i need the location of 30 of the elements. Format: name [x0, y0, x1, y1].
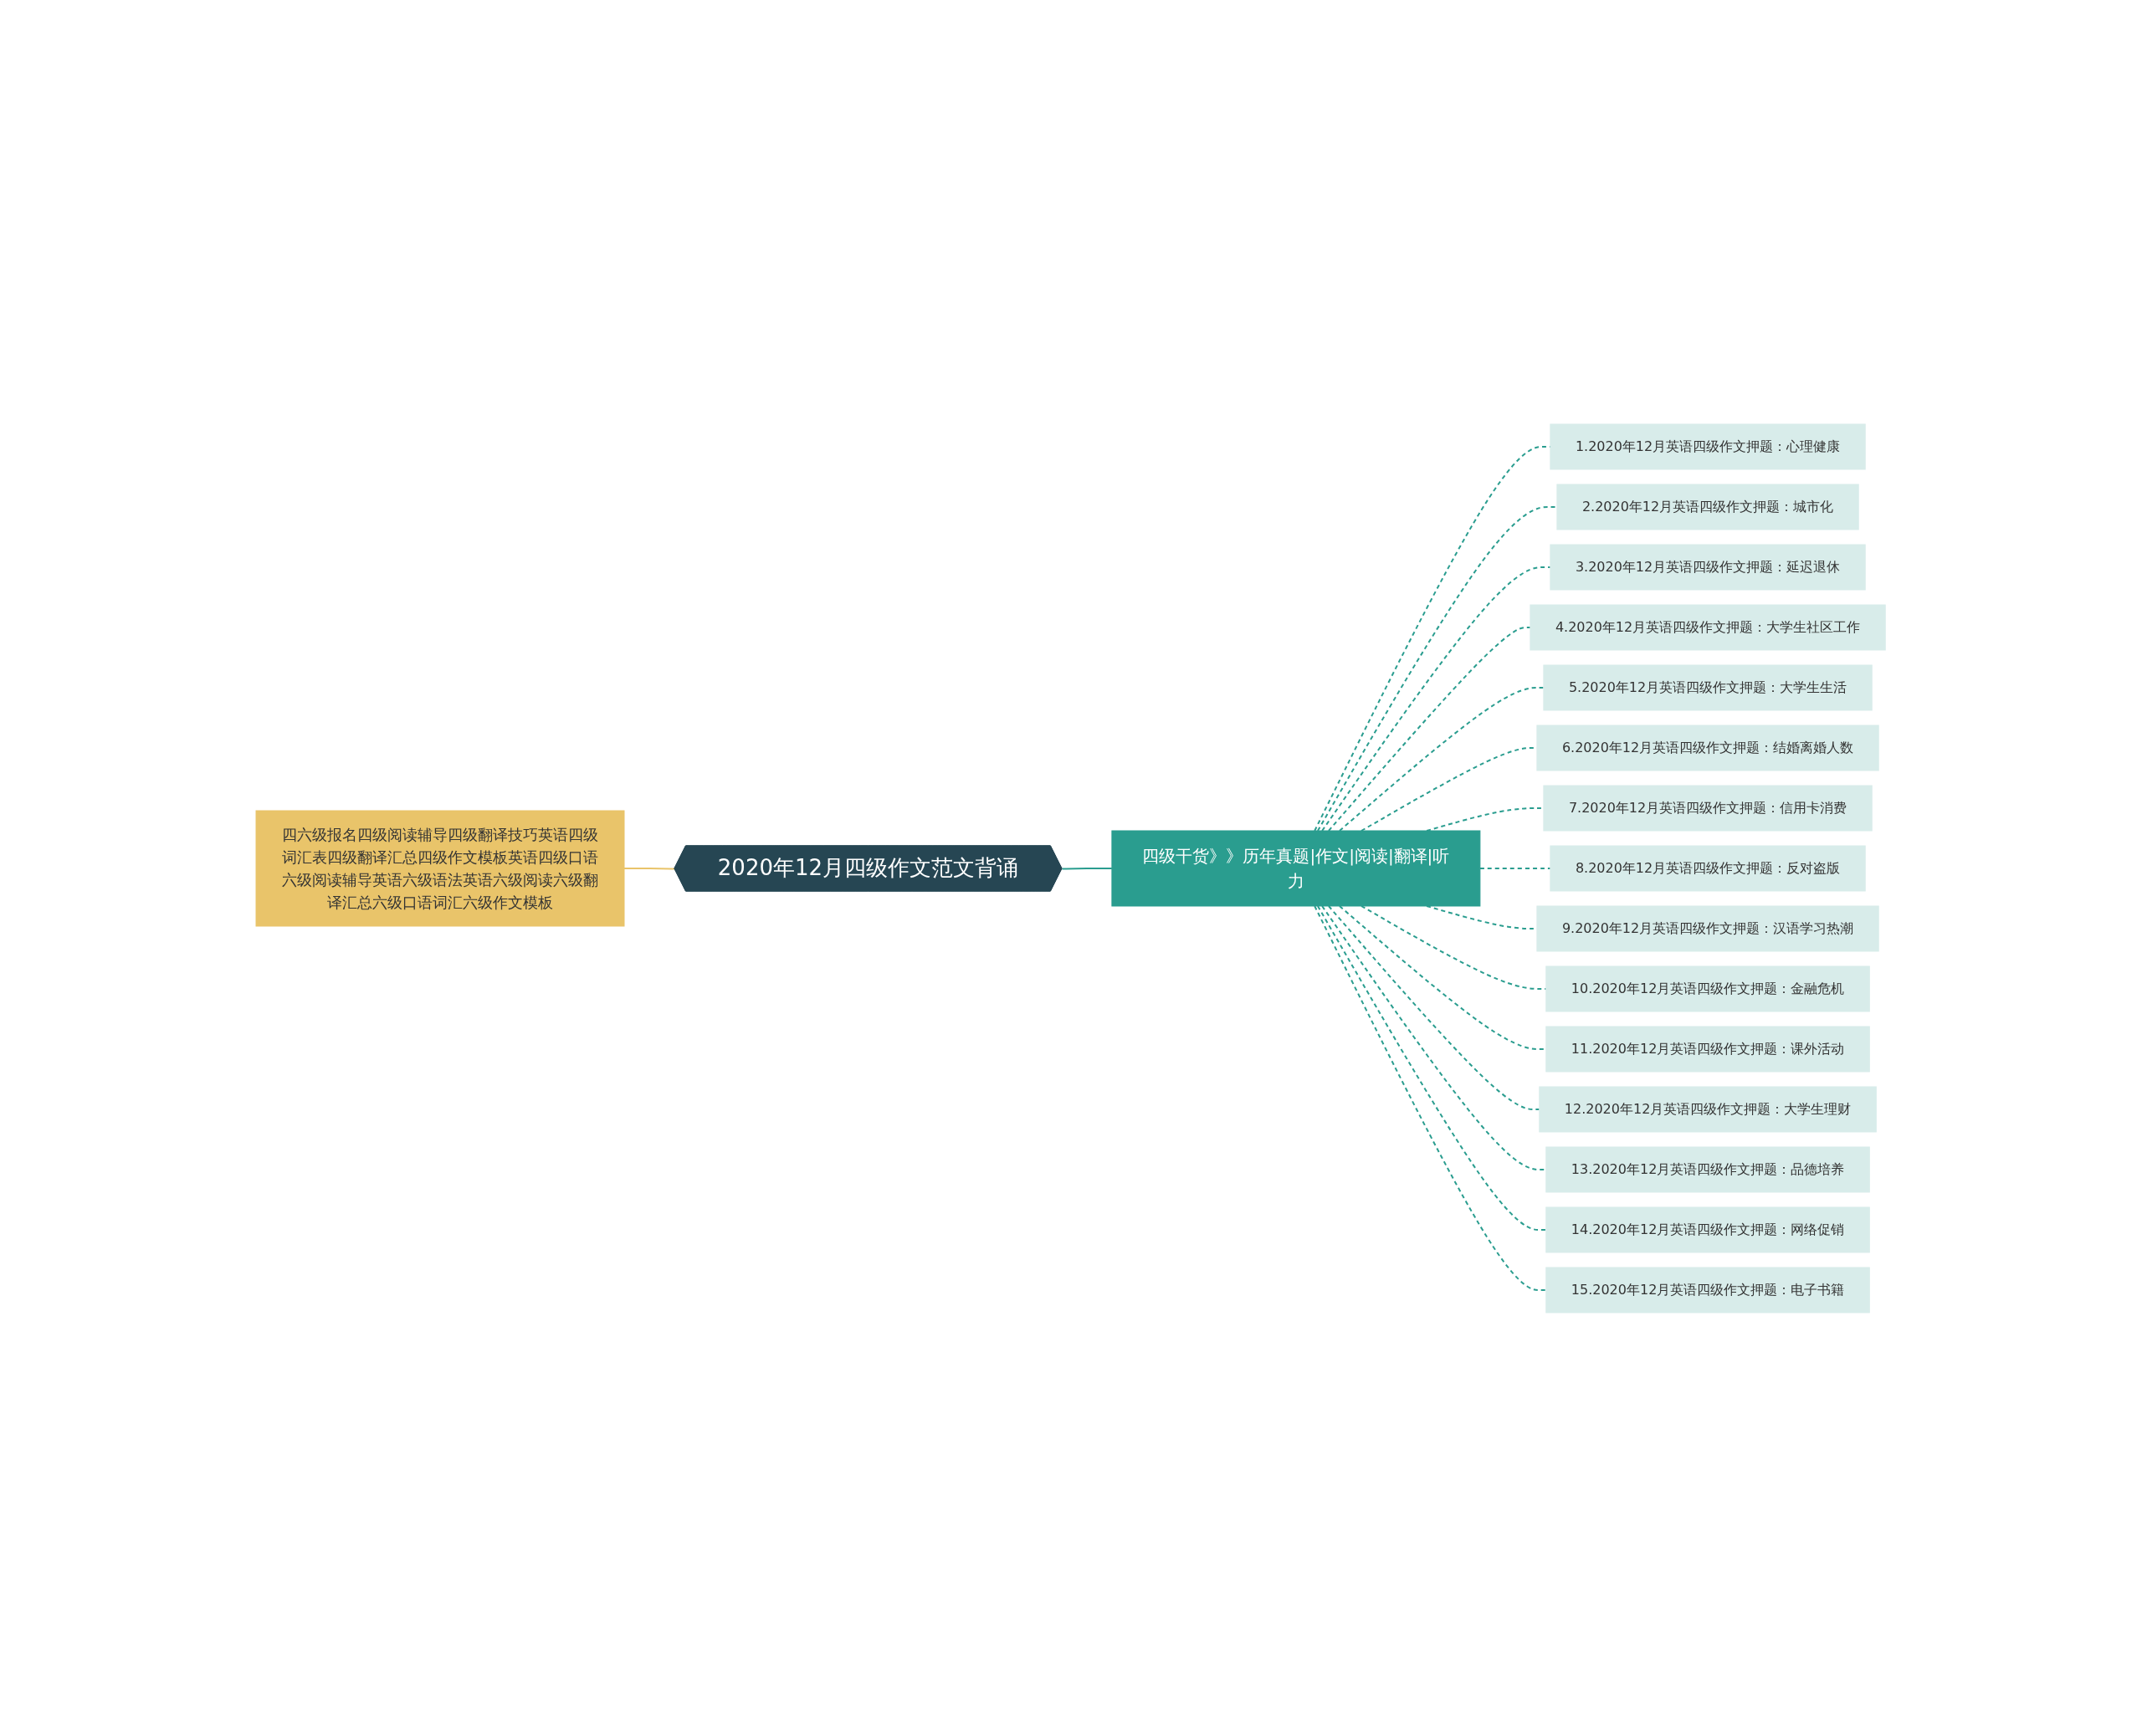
- node-box: 14.2020年12月英语四级作文押题：网络促销: [1545, 1206, 1871, 1252]
- connector: [1317, 904, 1548, 1231]
- connector: [1314, 445, 1552, 832]
- connector: [1328, 626, 1532, 832]
- connector: [1321, 904, 1548, 1170]
- node-box: 四六级报名四级阅读辅导四级翻译技巧英语四级词汇表四级翻译汇总四级作文模板英语四级口语六级阅读辅导英语六级语法英语六级阅读六级翻译汇总六级口语词汇六级作文模板: [255, 810, 625, 926]
- node-box: 15.2020年12月英语四级作文押题：电子书籍: [1545, 1267, 1871, 1313]
- connector: [1361, 904, 1548, 990]
- node-box: 5.2020年12月英语四级作文押题：大学生生活: [1543, 664, 1873, 710]
- node-box: 2.2020年12月英语四级作文押题：城市化: [1556, 484, 1860, 530]
- connector: [1339, 686, 1545, 832]
- node-box: 1.2020年12月英语四级作文押题：心理健康: [1550, 423, 1867, 469]
- node-box: 四级干货》》历年真题|作文|阅读|翻译|听力: [1111, 830, 1481, 906]
- node-box: 7.2020年12月英语四级作文押题：信用卡消费: [1543, 785, 1873, 831]
- node-box: 11.2020年12月英语四级作文押题：课外活动: [1545, 1026, 1871, 1072]
- node-box: 8.2020年12月英语四级作文押题：反对盗版: [1550, 845, 1867, 891]
- connector: [1061, 867, 1114, 869]
- node-box: 10.2020年12月英语四级作文押题：金融危机: [1545, 965, 1871, 1011]
- connector: [1479, 867, 1552, 869]
- connector: [1314, 904, 1548, 1291]
- node-box: 13.2020年12月英语四级作文押题：品德培养: [1545, 1146, 1871, 1192]
- connector: [1339, 904, 1548, 1050]
- connector: [1328, 904, 1541, 1110]
- node-box: 6.2020年12月英语四级作文押题：结婚离婚人数: [1536, 725, 1880, 771]
- connector: [1321, 566, 1552, 832]
- connector: [623, 867, 676, 869]
- node-box: 4.2020年12月英语四级作文押题：大学生社区工作: [1530, 604, 1887, 650]
- node-box: 9.2020年12月英语四级作文押题：汉语学习热潮: [1536, 905, 1880, 951]
- node-box: 12.2020年12月英语四级作文押题：大学生理财: [1539, 1086, 1878, 1132]
- node-box: 3.2020年12月英语四级作文押题：延迟退休: [1550, 544, 1867, 590]
